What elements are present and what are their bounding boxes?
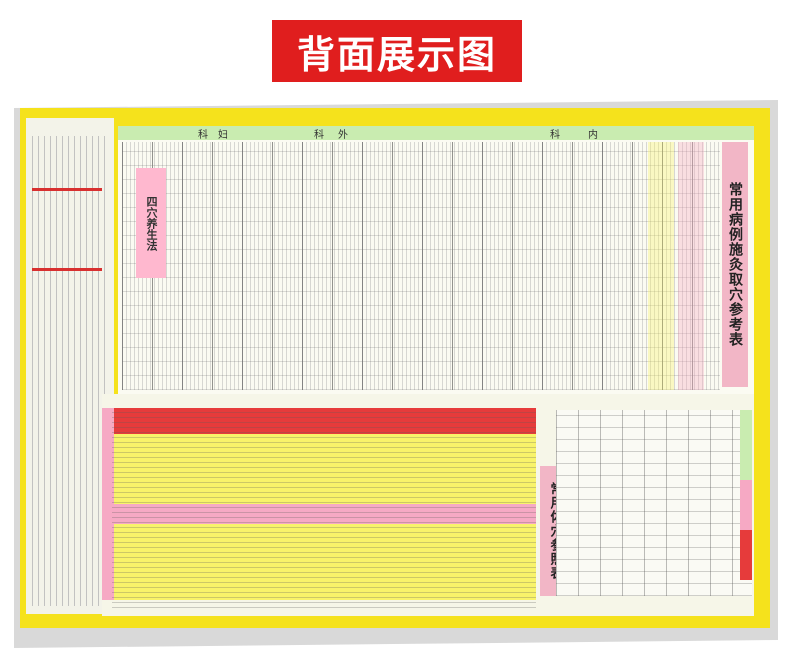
left-section-title: 四穴养生法 <box>136 168 166 278</box>
category-label: 外 <box>338 129 348 141</box>
category-label: 科 <box>198 129 208 141</box>
right-table <box>556 410 752 596</box>
category-label: 科 <box>550 129 560 141</box>
band-red <box>102 408 536 434</box>
rt-side-pink <box>740 480 752 530</box>
left-column-text <box>32 136 106 606</box>
rt-side-green <box>740 410 752 480</box>
category-label: 内 <box>588 129 598 141</box>
category-label: 妇 <box>218 129 228 141</box>
bottom-table: 常用体穴参照表 <box>102 394 754 616</box>
band-yellow <box>102 434 536 504</box>
left-column <box>26 118 114 614</box>
band-yellow <box>102 524 536 600</box>
rt-side-red <box>740 530 752 580</box>
category-label: 科 <box>314 129 324 141</box>
top-table-title: 常用病例施灸取穴参考表 <box>722 142 748 387</box>
left-red-line <box>32 268 102 271</box>
top-table-header <box>118 126 754 140</box>
left-red-line <box>32 188 102 191</box>
bottom-table-grid <box>112 408 536 608</box>
top-table-column <box>678 142 704 390</box>
poster: 内 科 外 科 妇 科 常用病例施灸取穴参考表 四穴养生法 常用体穴参照表 <box>20 108 770 628</box>
top-table: 内 科 外 科 妇 科 常用病例施灸取穴参考表 <box>118 126 754 396</box>
band-pink <box>102 504 536 524</box>
top-table-column <box>648 142 674 390</box>
top-table-grid <box>122 142 720 390</box>
banner-title: 背面展示图 <box>272 20 522 82</box>
band-pink-side <box>102 408 114 600</box>
